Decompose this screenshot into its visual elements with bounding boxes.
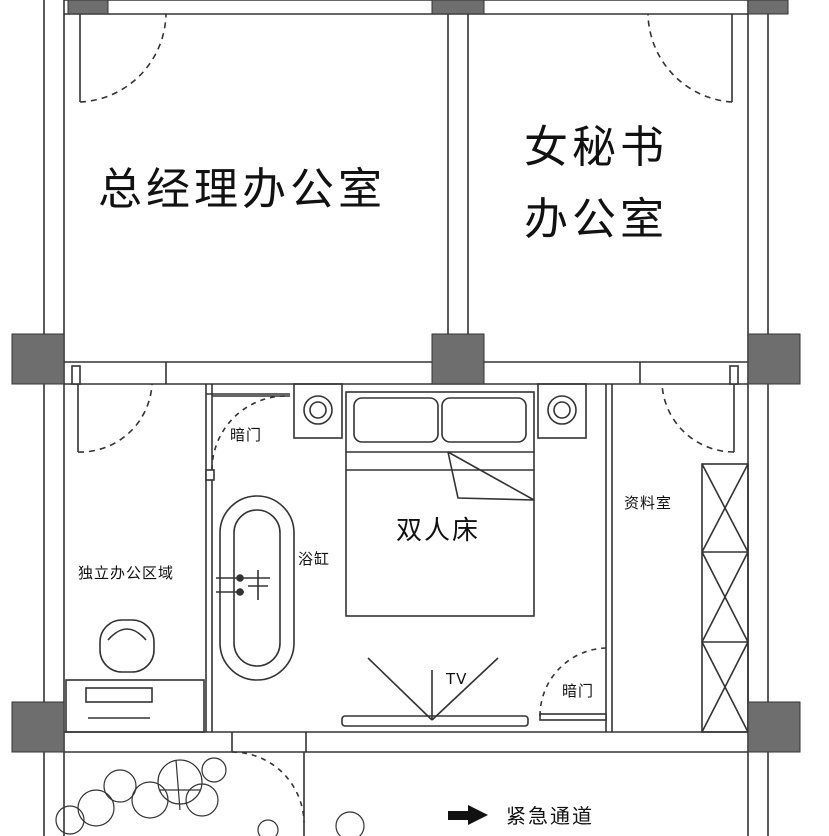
pillars	[11, 0, 801, 753]
label-emergency-exit: 紧急通道	[506, 804, 594, 828]
bathroom-partition-wall	[205, 384, 290, 732]
door-office-area	[77, 383, 153, 453]
bottom-wall	[64, 731, 748, 753]
door-secretary-office	[647, 13, 733, 103]
label-secretary-line2: 办公室	[524, 194, 668, 245]
hidden-door-left	[205, 395, 290, 481]
label-hidden-door-right: 暗门	[562, 682, 595, 700]
label-gm-office: 总经理办公室	[98, 164, 386, 215]
door-gm-office	[79, 13, 167, 103]
hidden-door-right	[539, 647, 607, 721]
label-archive-room: 资料室	[624, 494, 673, 512]
outer-wall-left	[43, 0, 65, 836]
bathtub-drawing	[216, 495, 295, 681]
office-desk	[65, 679, 205, 733]
middle-horizontal-wall	[64, 361, 748, 385]
label-independent-office: 独立办公区域	[78, 564, 175, 582]
top-wall	[64, 0, 748, 15]
double-bed-drawing	[345, 391, 535, 617]
label-bathtub: 浴缸	[298, 550, 331, 568]
office-chair	[99, 619, 155, 673]
label-double-bed: 双人床	[396, 516, 481, 546]
label-tv: TV	[446, 670, 468, 688]
label-secretary-line1: 女秘书	[524, 122, 668, 173]
door-emergency	[231, 751, 305, 836]
plants	[55, 757, 365, 836]
archive-partition-wall	[605, 384, 613, 732]
archive-shelf	[701, 463, 749, 733]
label-hidden-door-left: 暗门	[230, 426, 263, 444]
nightstand-right	[537, 383, 587, 439]
office-partition-wall	[447, 14, 469, 334]
tv-drawing	[341, 657, 529, 727]
door-archive	[661, 383, 735, 453]
middle-wall-door-jambs	[71, 365, 739, 385]
nightstand-left	[293, 383, 343, 439]
emergency-arrow-icon	[448, 805, 488, 825]
